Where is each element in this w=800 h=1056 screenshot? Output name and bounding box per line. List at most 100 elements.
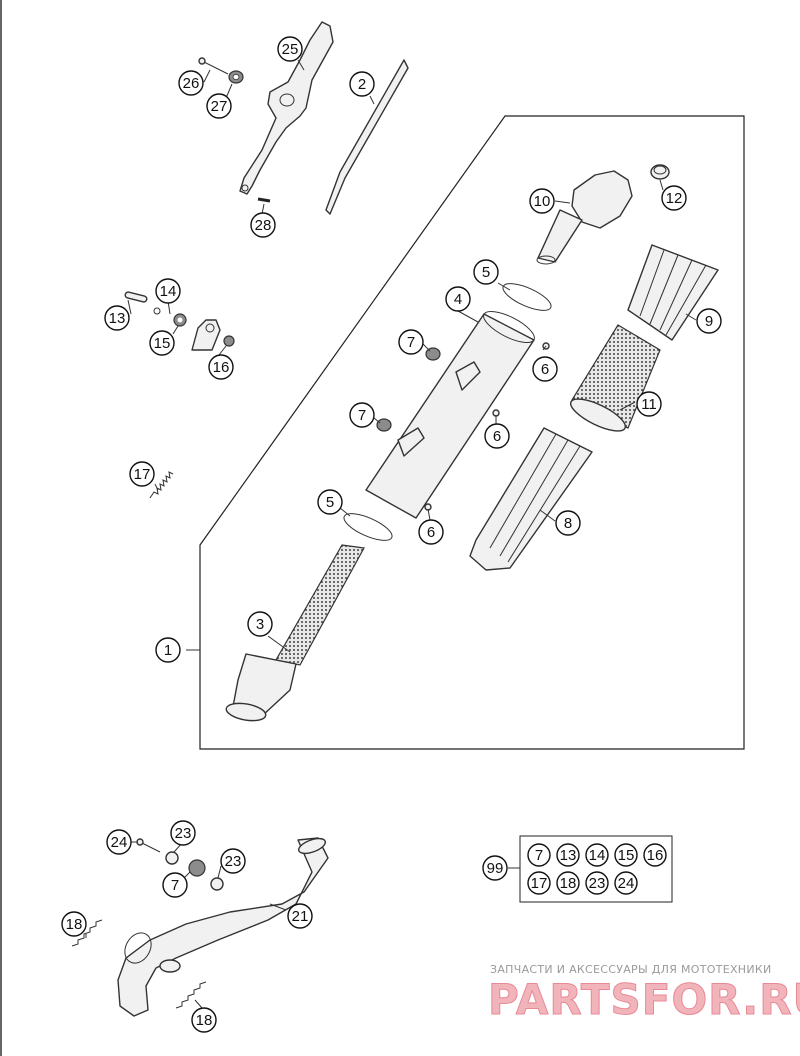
callout-13: 13 [104, 305, 130, 331]
part-17-spring [149, 471, 174, 499]
part-25-bracket [239, 21, 334, 195]
callout-28: 28 [250, 212, 276, 238]
svg-text:26: 26 [183, 75, 200, 92]
callout-10: 10 [529, 188, 555, 214]
part-18-spring-lower [175, 981, 207, 1009]
part-15-bushing [173, 313, 187, 327]
callout-3: 3 [247, 611, 273, 637]
part-23-washer-b [210, 877, 224, 891]
part-12-cap [650, 164, 670, 180]
svg-text:17: 17 [134, 466, 151, 483]
svg-text:17: 17 [531, 875, 548, 892]
svg-text:24: 24 [111, 834, 128, 851]
callout-23-a: 23 [170, 820, 196, 846]
svg-text:10: 10 [534, 193, 551, 210]
part-5-gasket-top [502, 283, 552, 311]
svg-text:16: 16 [213, 359, 230, 376]
svg-text:5: 5 [326, 494, 334, 511]
svg-text:15: 15 [618, 847, 635, 864]
assembly-frame [199, 115, 745, 750]
svg-text:16: 16 [647, 847, 664, 864]
part-9-sleeve [627, 244, 719, 341]
kit-item-15: 15 [614, 843, 638, 867]
callout-4: 4 [445, 286, 471, 312]
part-5-gasket-bottom [343, 513, 393, 541]
part-13-pin [124, 291, 148, 303]
kit-item-17: 17 [527, 871, 551, 895]
svg-text:6: 6 [427, 524, 435, 541]
callout-9: 9 [696, 308, 722, 334]
part-23-washer-a [165, 851, 179, 865]
callout-25: 25 [277, 36, 303, 62]
svg-text:9: 9 [705, 313, 713, 330]
part-7-grommet-header [188, 859, 206, 877]
callout-7-header: 7 [162, 872, 188, 898]
part-2-strip [325, 59, 409, 215]
callout-24: 24 [106, 829, 132, 855]
svg-text:7: 7 [171, 877, 179, 894]
part-4-muffler-body [365, 310, 535, 519]
part-3-inner-tube [225, 544, 365, 722]
watermark-subtitle: ЗАПЧАСТИ И АКСЕССУАРЫ ДЛЯ МОТОТЕХНИКИ [490, 963, 772, 976]
svg-text:99: 99 [487, 860, 504, 877]
callout-26: 26 [178, 70, 204, 96]
svg-text:8: 8 [564, 515, 572, 532]
callout-7-upper: 7 [398, 329, 424, 355]
svg-text:18: 18 [66, 916, 83, 933]
part-16-clamp [191, 319, 235, 351]
svg-text:7: 7 [407, 334, 415, 351]
callout-7-lower: 7 [349, 402, 375, 428]
svg-text:23: 23 [589, 875, 606, 892]
svg-text:21: 21 [292, 908, 309, 925]
callout-17: 17 [129, 461, 155, 487]
callout-6-b: 6 [484, 423, 510, 449]
svg-text:6: 6 [541, 361, 549, 378]
kit-item-16: 16 [643, 843, 667, 867]
svg-text:5: 5 [482, 264, 490, 281]
kit-item-18: 18 [556, 871, 580, 895]
svg-text:4: 4 [454, 291, 462, 308]
part-8-outer-shell [469, 427, 593, 571]
part-27-washer [228, 70, 244, 84]
svg-text:7: 7 [535, 847, 543, 864]
kit-item-7: 7 [527, 843, 551, 867]
svg-text:13: 13 [560, 847, 577, 864]
callout-5-upper: 5 [473, 259, 499, 285]
callout-15: 15 [149, 330, 175, 356]
callout-6-a: 6 [532, 356, 558, 382]
kit-item-24: 24 [614, 871, 638, 895]
callout-16: 16 [208, 354, 234, 380]
part-28-screw [257, 197, 271, 203]
svg-text:23: 23 [225, 853, 242, 870]
callout-14: 14 [155, 278, 181, 304]
svg-text:2: 2 [358, 76, 366, 93]
svg-text:18: 18 [196, 1012, 213, 1029]
part-10-end-cap [536, 170, 633, 265]
svg-text:12: 12 [666, 190, 683, 207]
callout-27: 27 [206, 93, 232, 119]
callout-18-upper: 18 [61, 911, 87, 937]
svg-text:15: 15 [154, 335, 171, 352]
svg-text:1: 1 [164, 642, 172, 659]
kit-item-13: 13 [556, 843, 580, 867]
callout-1: 1 [155, 637, 181, 663]
callout-12: 12 [661, 185, 687, 211]
kit-item-23: 23 [585, 871, 609, 895]
svg-text:6: 6 [493, 428, 501, 445]
callout-18-lower: 18 [191, 1007, 217, 1033]
part-11-mesh-insert [569, 324, 661, 432]
part-18-spring-upper [71, 919, 103, 947]
callout-11: 11 [636, 391, 662, 417]
part-14-ring [153, 307, 161, 315]
svg-text:13: 13 [109, 310, 126, 327]
callout-21: 21 [287, 903, 313, 929]
svg-text:27: 27 [211, 98, 228, 115]
kit-item-14: 14 [585, 843, 609, 867]
callout-2: 2 [349, 71, 375, 97]
callout-6-c: 6 [418, 519, 444, 545]
svg-text:25: 25 [282, 41, 299, 58]
callout-8: 8 [555, 510, 581, 536]
watermark-brand: PARTSFOR.RU [488, 975, 800, 1024]
leader-lines [85, 59, 697, 1009]
svg-text:3: 3 [256, 616, 264, 633]
